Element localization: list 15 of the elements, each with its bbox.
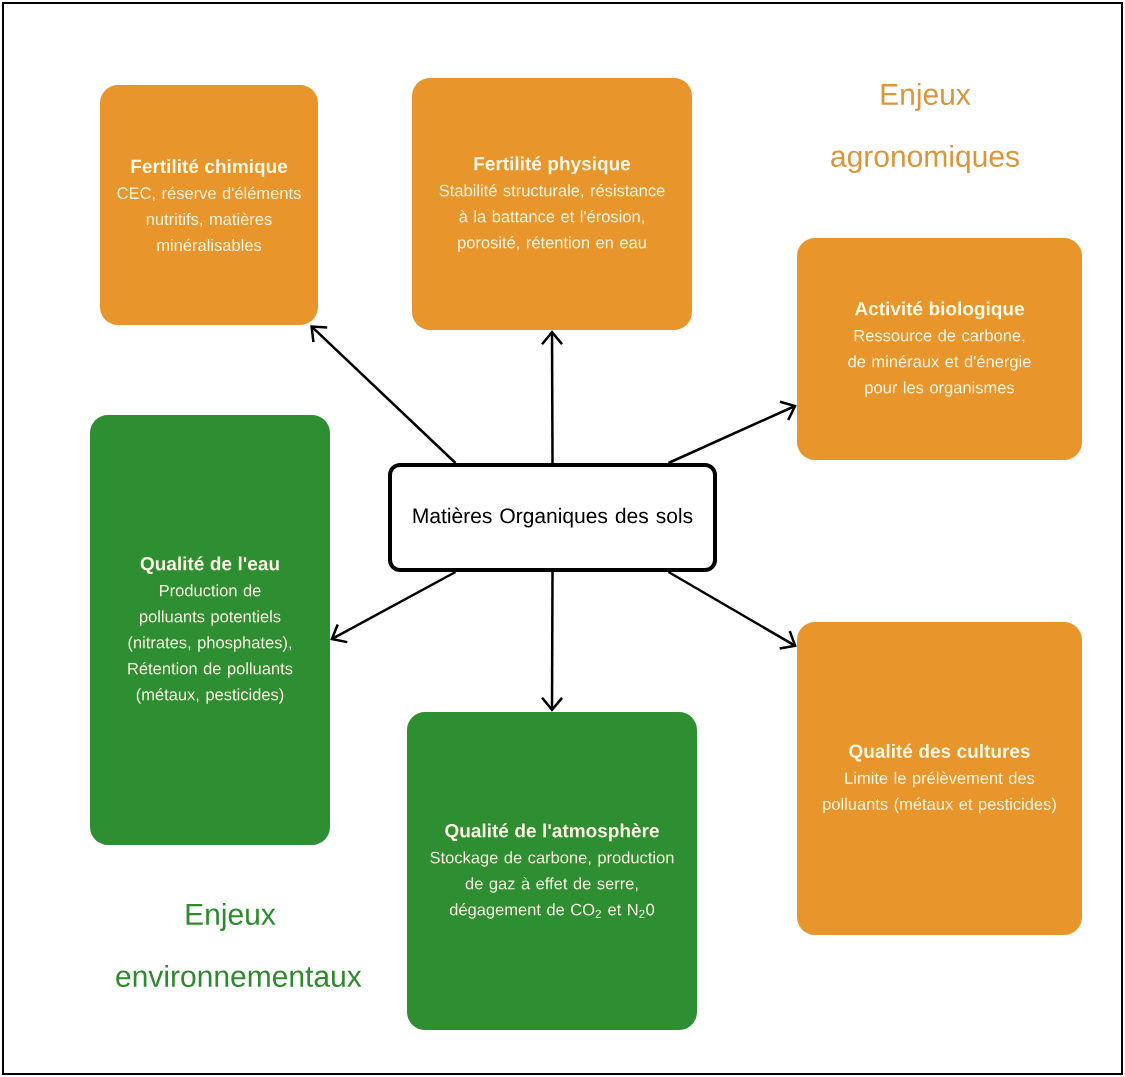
section-heading: Enjeux environnementaux (116, 903, 362, 987)
issue-box: Qualité de l'eau Production de polluants potentiels (nitrates, phosphates), Rétention de polluants (métaux, pesticides) (90, 415, 330, 845)
issue-box: Qualité des cultures Limite le prélèvement des polluants (métaux et pesticides) (797, 622, 1082, 935)
issue-box: Fertilité physique Stabilité structurale, résistance à la battance et l'érosion, porosité, rétention en eau (412, 78, 692, 330)
central-box: Matières Organiques des sols (388, 463, 717, 572)
arrow (668, 400, 797, 465)
issue-box: Qualité de l'atmosphère Stockage de carbone, production de gaz à effet de serre, dégagement de CO$_{2}$ et N$_{2}$0 (407, 712, 697, 1030)
section-heading: Enjeux agronomiques (831, 83, 1019, 173)
arrow (330, 570, 457, 644)
issue-box: Fertilité chimique CEC, réserve d'éléments nutritifs, matières minéralisables (100, 85, 318, 325)
arrow (541, 330, 563, 463)
arrow (310, 325, 457, 464)
arrow (541, 572, 563, 712)
issue-box: Activité biologique Ressource de carbone, de minéraux et d'énergie pour les organismes (797, 238, 1082, 460)
arrow (667, 570, 797, 650)
